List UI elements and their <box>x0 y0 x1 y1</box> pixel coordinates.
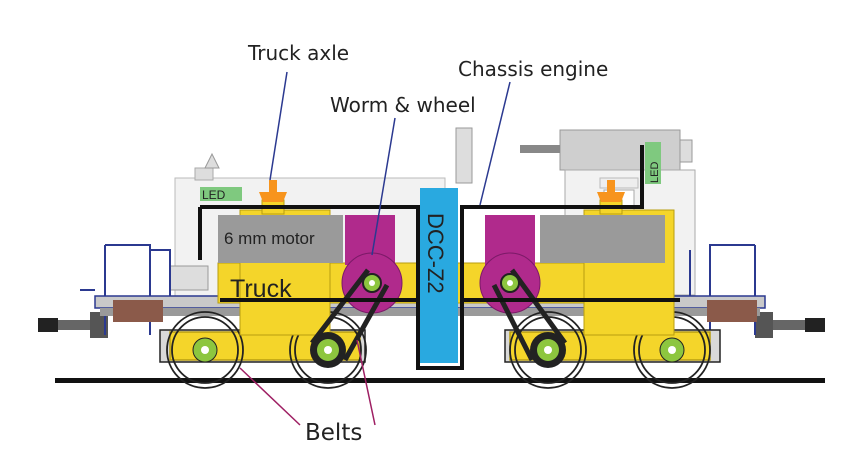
motor-label: 6 mm motor <box>224 229 315 248</box>
belts-label: Belts <box>305 420 362 446</box>
truck-axle-label: Truck axle <box>247 41 349 65</box>
truck-label: Truck <box>230 275 292 303</box>
chassis-frame <box>198 145 680 370</box>
left-motor <box>218 215 343 263</box>
belts-drawing <box>310 268 568 362</box>
belt-leader-lines <box>239 339 376 426</box>
led-left-label: LED <box>202 188 226 202</box>
axle-pulleys <box>192 273 685 368</box>
exhaust-stack <box>455 127 473 184</box>
right-coupler <box>755 312 825 338</box>
right-motor <box>540 215 665 263</box>
left-coupler <box>38 312 108 338</box>
leader-lines <box>269 71 511 256</box>
dcc-label: DCC-Z2 <box>423 213 448 294</box>
chassis-engine-label: Chassis engine <box>458 57 608 81</box>
led-left-box <box>200 187 242 201</box>
led-right-label: LED <box>649 162 661 183</box>
worm-wheel-label: Worm & wheel <box>330 93 476 117</box>
rail <box>55 378 825 383</box>
dcc-board <box>420 188 458 363</box>
led-right-box <box>645 142 661 184</box>
